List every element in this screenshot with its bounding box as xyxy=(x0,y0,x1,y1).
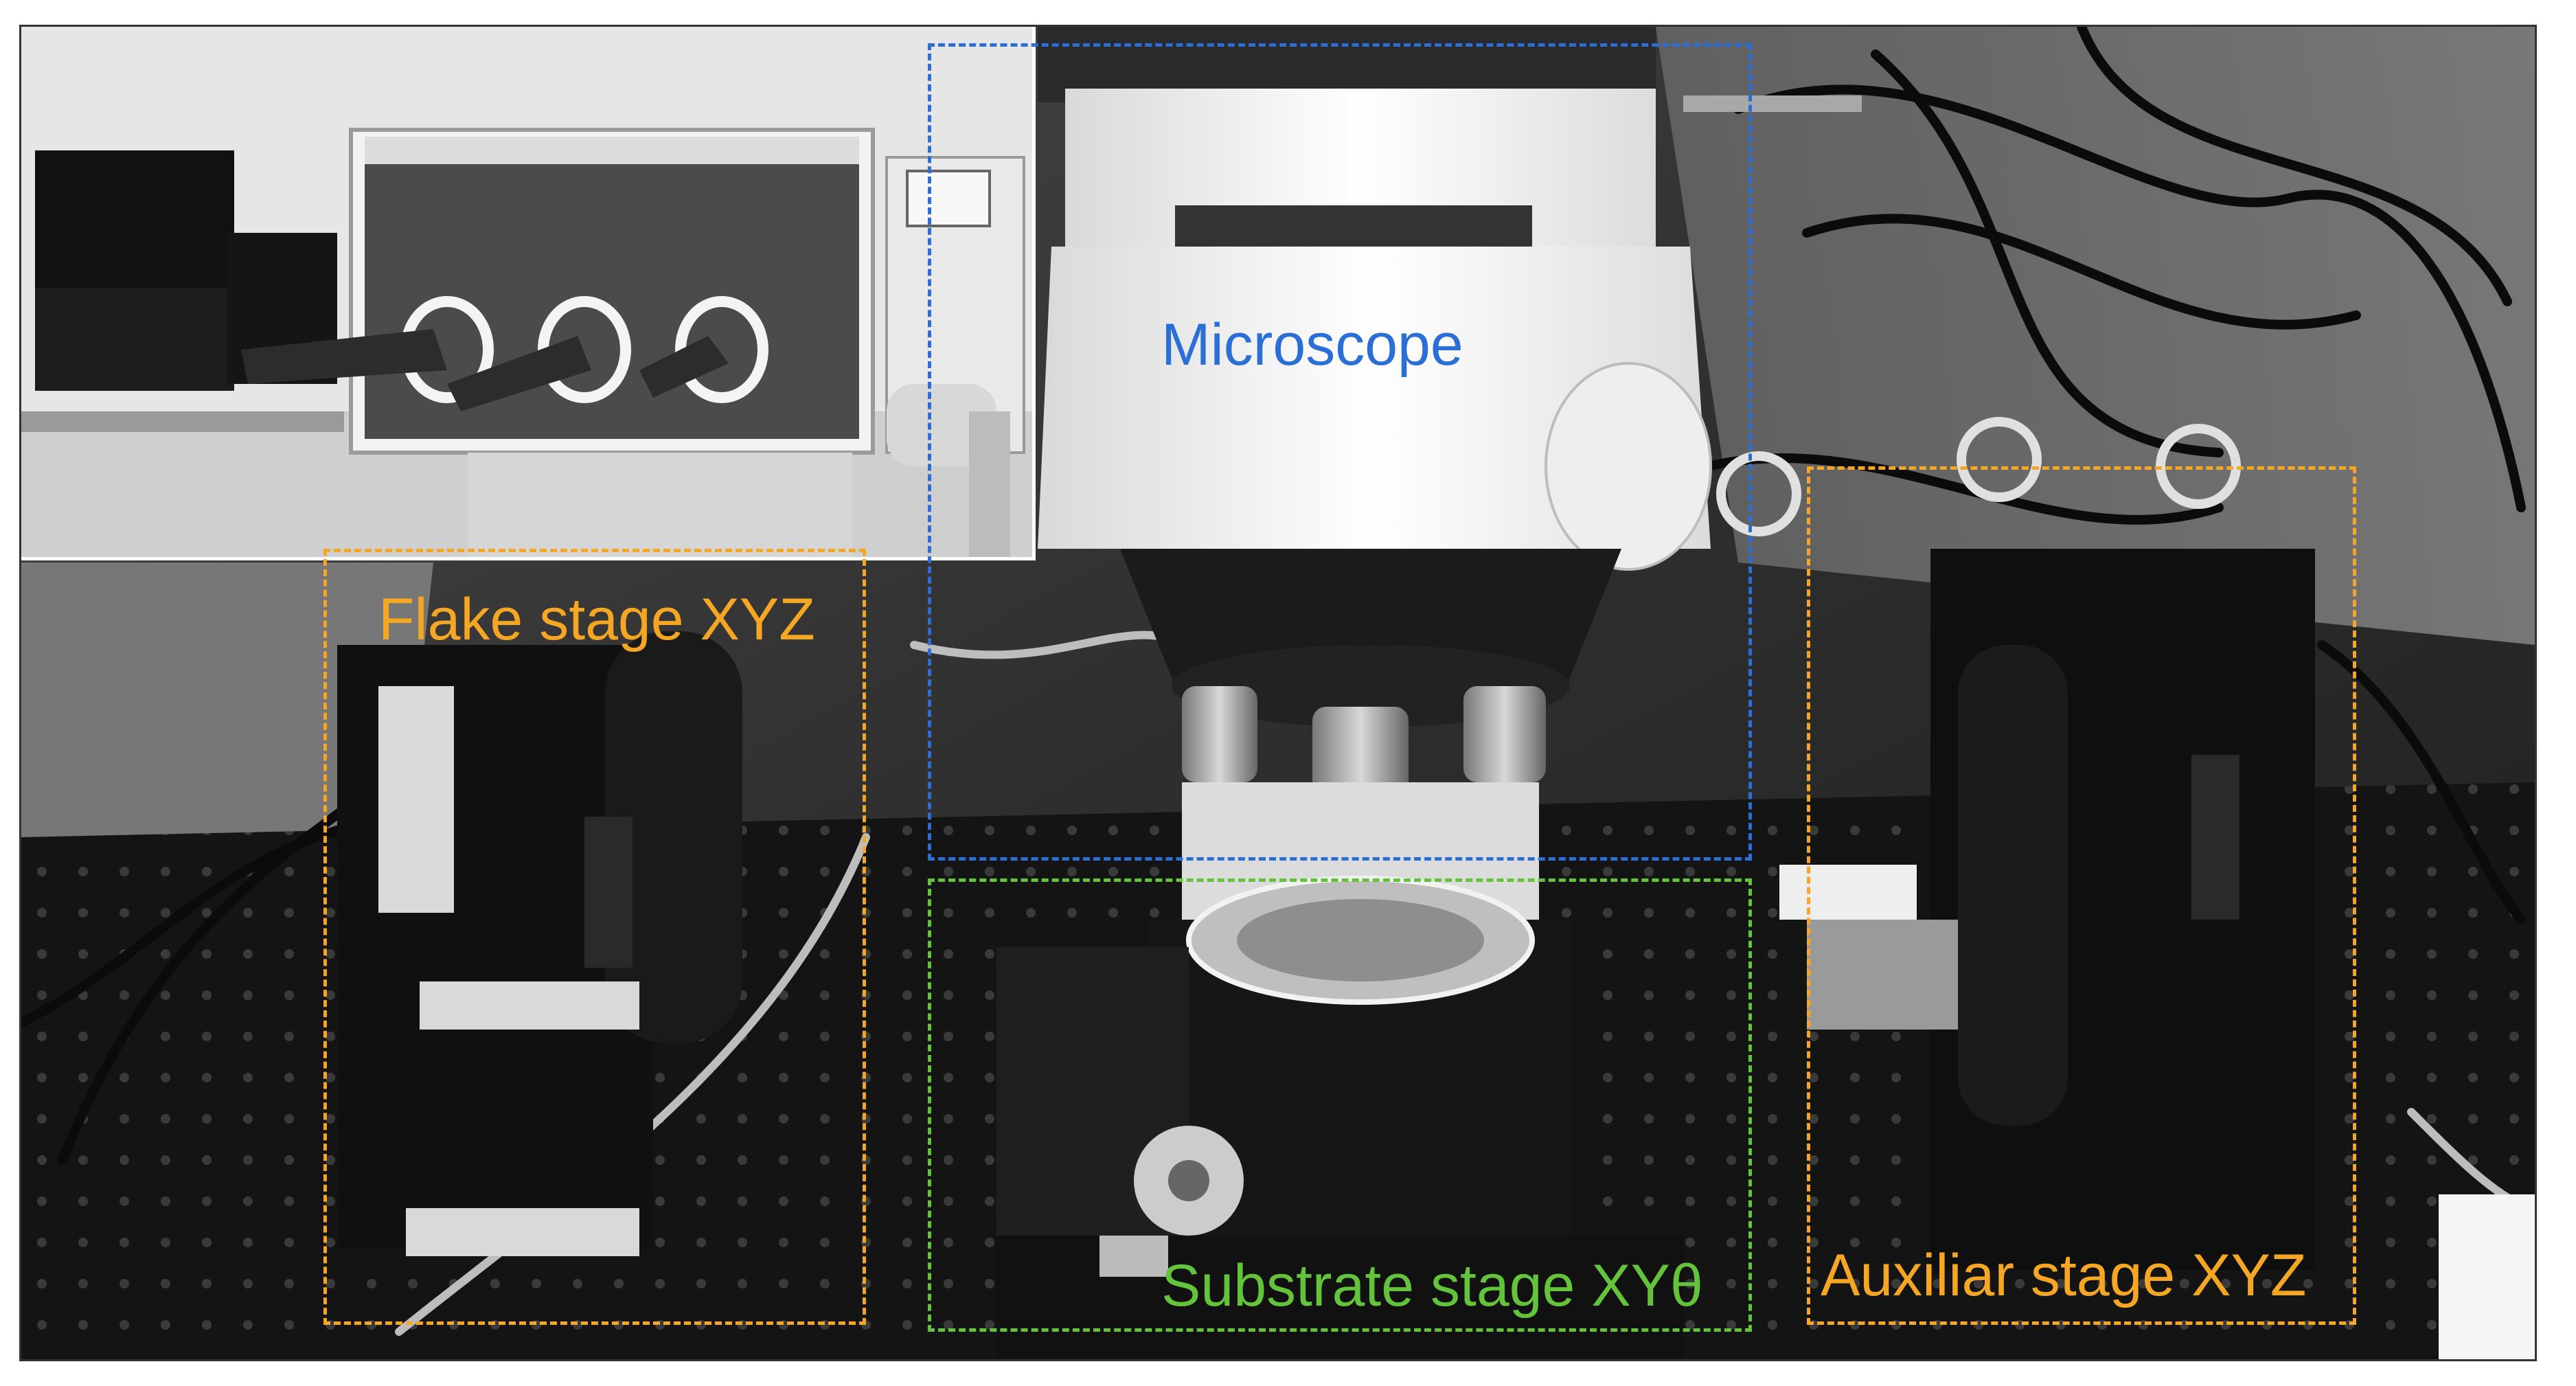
glovebox-inset-photo xyxy=(21,27,1036,560)
substrate-stage-label: Substrate stage XYθ xyxy=(1161,1253,1703,1319)
flake-stage-region-box xyxy=(323,549,866,1325)
microscope-region-box xyxy=(928,43,1752,861)
auxiliar-stage-label: Auxiliar stage XYZ xyxy=(1821,1242,2307,1308)
auxiliar-stage-region-box xyxy=(1807,466,2356,1325)
substrate-stage-region-box xyxy=(928,878,1752,1332)
flake-stage-label: Flake stage XYZ xyxy=(378,587,815,652)
lab-setup-photo: Microscope Flake stage XYZ Substrate sta… xyxy=(19,25,2537,1361)
photo-background xyxy=(21,27,2535,1359)
microscope-label: Microscope xyxy=(1161,312,1463,378)
glovebox-illustration xyxy=(21,27,1032,557)
